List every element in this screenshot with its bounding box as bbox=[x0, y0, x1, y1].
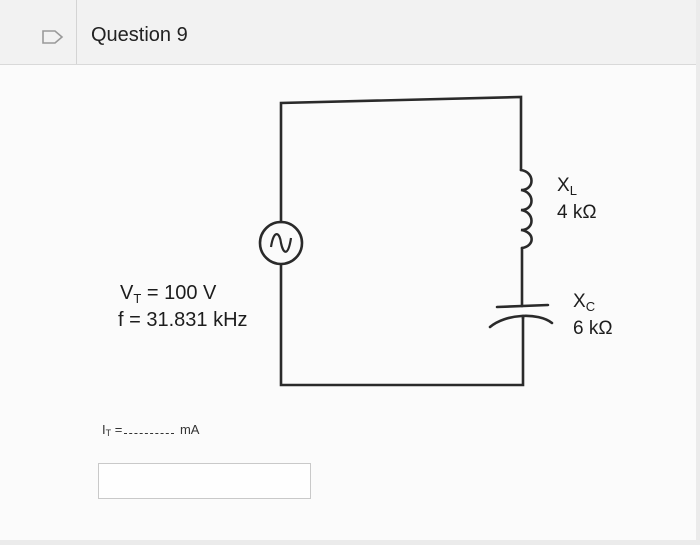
answer-input[interactable] bbox=[98, 463, 311, 499]
inductor-coil bbox=[519, 168, 533, 250]
source-voltage-label: VT = 100 V bbox=[120, 282, 217, 306]
answer-blank bbox=[124, 425, 175, 434]
inductor-name-label: XL bbox=[557, 175, 577, 198]
wire-left-bottom bbox=[279, 263, 525, 387]
inductor-value-label: 4 kΩ bbox=[557, 202, 597, 223]
question-title: Question 9 bbox=[91, 24, 188, 46]
header-divider bbox=[76, 0, 77, 64]
source-frequency-label: f = 31.831 kHz bbox=[118, 309, 248, 331]
wire-left-top bbox=[279, 95, 523, 224]
capacitor-name-label: XC bbox=[573, 291, 596, 314]
answer-prompt: IT = mA bbox=[102, 422, 200, 438]
capacitor-top-plate bbox=[495, 303, 550, 309]
question-header: Question 9 bbox=[0, 0, 696, 65]
capacitor-value-label: 6 kΩ bbox=[573, 318, 613, 339]
flag-icon[interactable] bbox=[42, 30, 64, 44]
ac-source-icon bbox=[258, 220, 304, 266]
capacitor-bottom-plate bbox=[488, 314, 554, 329]
